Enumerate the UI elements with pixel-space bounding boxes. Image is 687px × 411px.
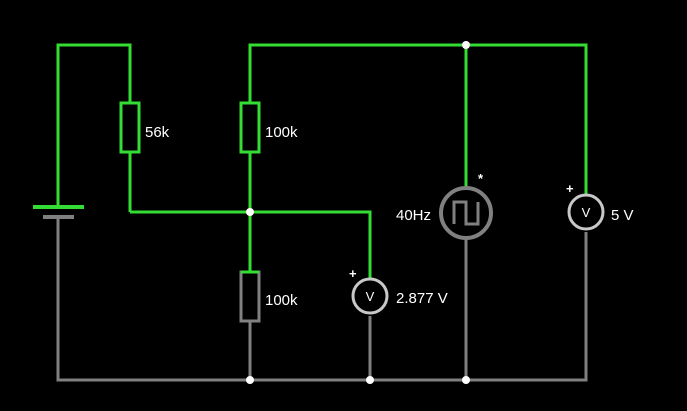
voltmeter-middle-circle <box>351 277 389 315</box>
square-wave-icon <box>452 200 480 226</box>
voltmeter-right-symbol: V <box>582 205 591 220</box>
resistor-56k-label: 56k <box>145 124 170 141</box>
junction-dot <box>246 208 254 216</box>
ground-wires <box>56 217 588 382</box>
voltmeter-middle-symbol: V <box>366 289 375 304</box>
resistor-100k-top[interactable]: 100k <box>239 101 298 154</box>
junction-dot <box>462 376 470 384</box>
square-wave-source[interactable]: 40Hz * <box>396 171 493 240</box>
resistor-100k-bottom-label: 100k <box>265 292 298 309</box>
voltmeter-right-reading: 5 V <box>611 207 634 224</box>
resistor-56k-body <box>119 101 141 154</box>
junction-dot <box>366 376 374 384</box>
resistor-100k-bottom-body-top <box>239 270 261 323</box>
junction-dots <box>246 41 470 384</box>
wire-node-to-meter <box>250 210 372 280</box>
voltmeter-middle[interactable]: V + 2.877 V <box>349 266 448 315</box>
high-voltage-wires <box>56 43 588 280</box>
source-marker: * <box>478 171 484 186</box>
junction-dot <box>246 376 254 384</box>
resistor-100k-bottom[interactable]: 100k <box>239 270 298 323</box>
resistor-100k-top-body <box>239 101 261 154</box>
voltmeter-right-circle <box>567 193 605 231</box>
wire-top-rail <box>248 43 588 194</box>
voltmeter-right[interactable]: V + 5 V <box>566 181 634 231</box>
resistor-56k[interactable]: 56k <box>119 101 170 154</box>
voltmeter-right-polarity: + <box>566 181 574 196</box>
voltmeter-middle-polarity: + <box>349 266 357 281</box>
voltmeter-middle-reading: 2.877 V <box>396 290 448 307</box>
source-frequency-label: 40Hz <box>396 207 431 224</box>
battery[interactable] <box>33 205 84 219</box>
wire-ground-rail <box>56 217 588 382</box>
source-circle <box>439 186 493 240</box>
wire-battery-to-56k <box>56 43 132 207</box>
junction-dot <box>462 41 470 49</box>
resistor-100k-top-label: 100k <box>265 124 298 141</box>
